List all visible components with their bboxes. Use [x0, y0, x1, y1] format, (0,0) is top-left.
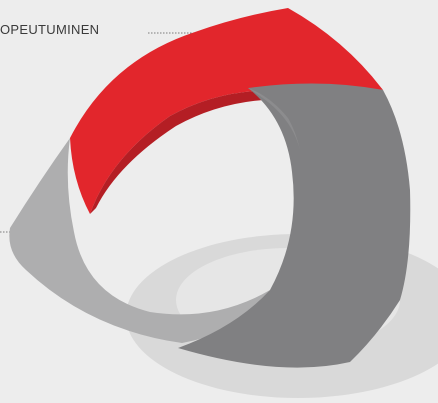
left-segment: [9, 138, 270, 343]
top-segment-inner-shade: [90, 90, 306, 214]
top-segment: [70, 8, 383, 214]
right-segment: [178, 83, 411, 368]
top-label: OPEUTUMINEN: [0, 22, 100, 37]
